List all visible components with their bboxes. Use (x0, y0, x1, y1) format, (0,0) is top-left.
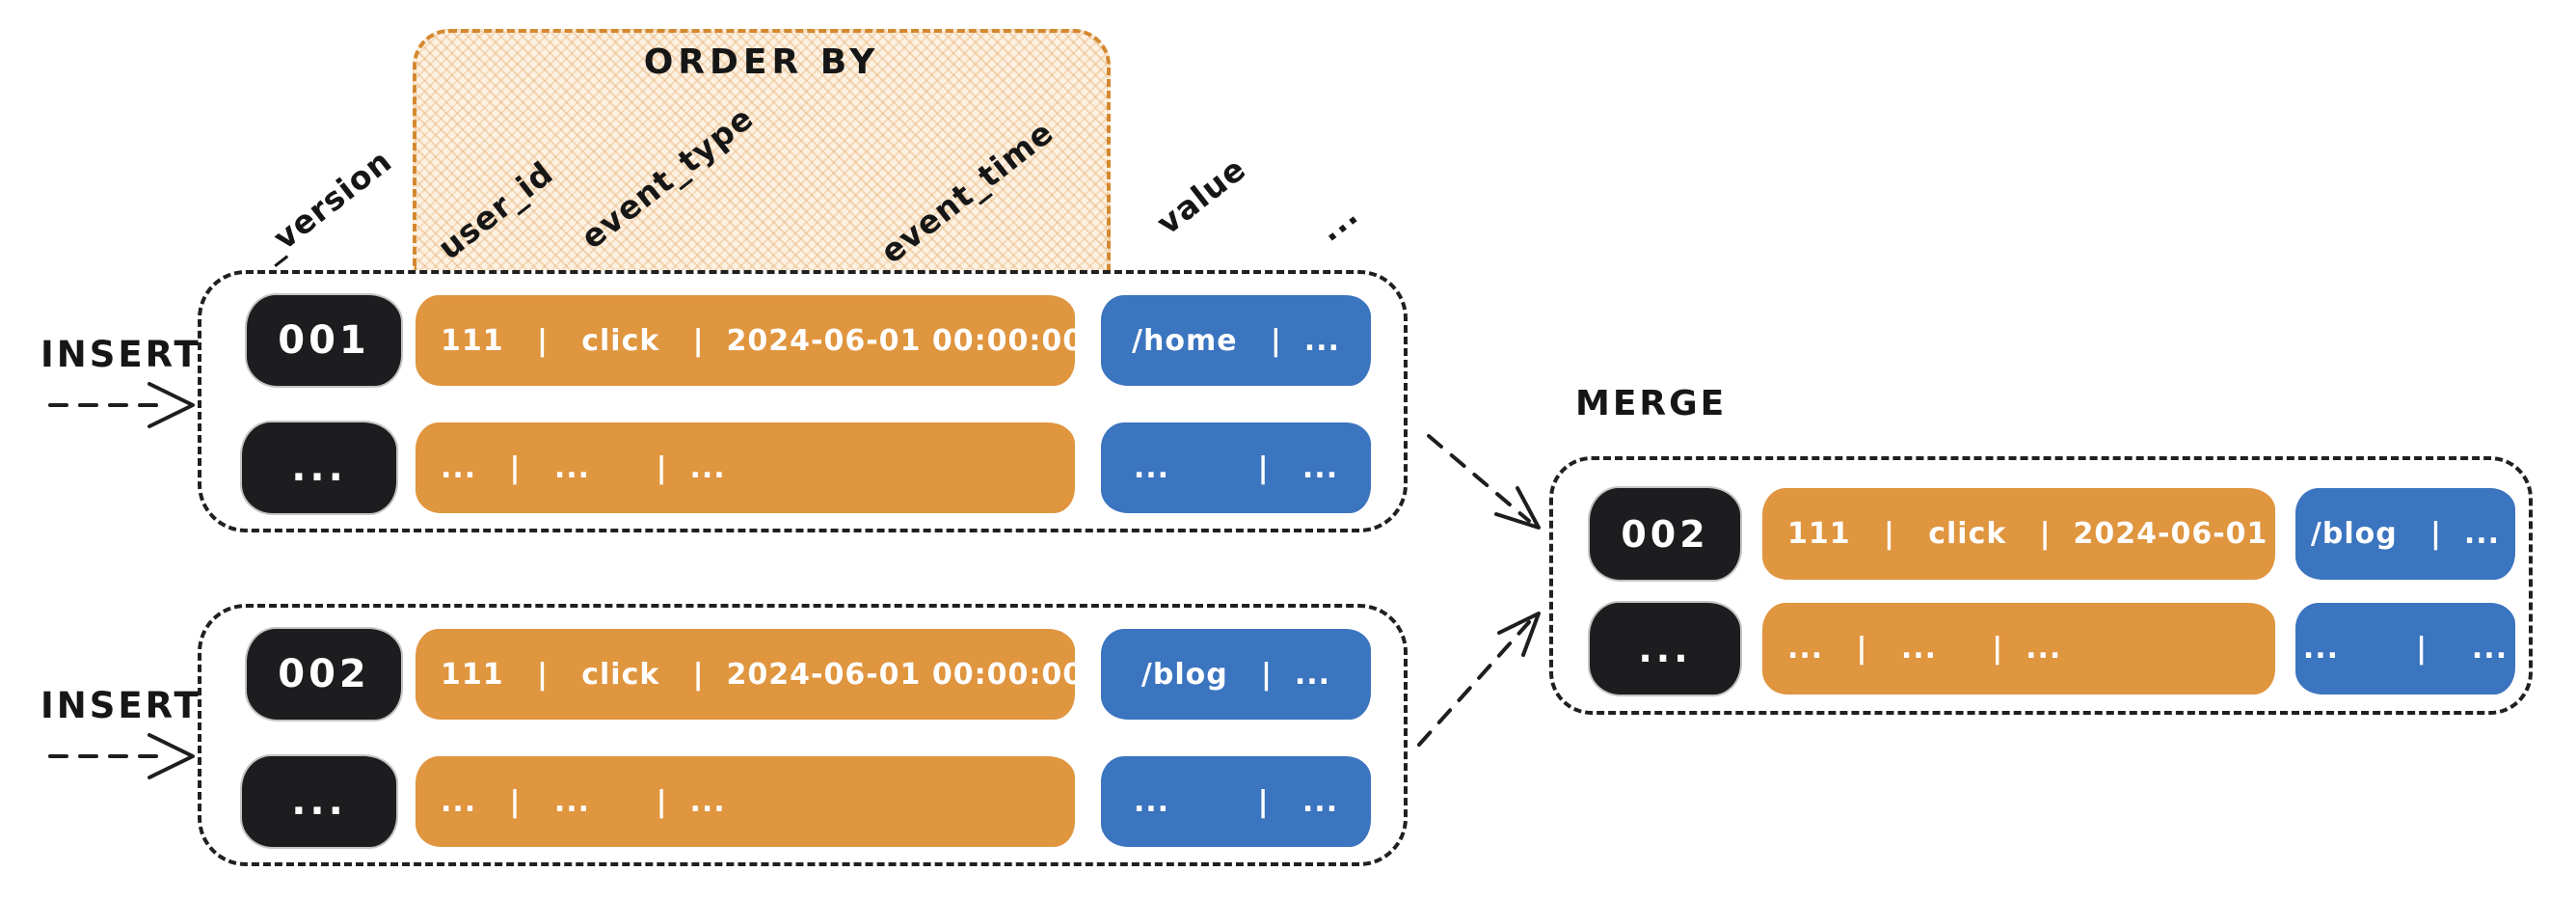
insert-label-1: INSERT (40, 334, 201, 375)
insert-block-2: 002 111 | click | 2024-06-01 00:00:00 /b… (198, 604, 1408, 866)
version-badge: 001 (247, 295, 401, 386)
value-cell: /blog | ... (2295, 488, 2515, 580)
merge-block: 002 111 | click | 2024-06-01 ... /blog |… (1549, 456, 2533, 715)
merge-arrow-top-head-icon (1494, 486, 1541, 530)
value-cell: ... | ... (1101, 422, 1371, 513)
sort-key-cell: ... | ... | ... (1762, 603, 2275, 695)
column-header-version: _version (253, 141, 399, 268)
column-header-more: ... (1310, 195, 1366, 249)
version-badge: 002 (1590, 488, 1740, 580)
column-header-value: value (1149, 150, 1253, 242)
order-by-region (413, 29, 1111, 270)
version-badge: ... (1590, 603, 1740, 695)
sort-key-cell: 111 | click | 2024-06-01 00:00:00 (416, 629, 1083, 720)
insert-arrow-2-head-icon (148, 733, 195, 779)
merge-arrow-bottom-head-icon (1497, 612, 1541, 657)
merge-arrow-top-line (1427, 434, 1531, 523)
merge-label: MERGE (1575, 384, 1728, 423)
value-cell: ... | ... (2295, 603, 2515, 695)
sort-key-cell: ... | ... | ... (416, 422, 1075, 513)
version-badge: ... (242, 756, 396, 847)
sort-key-cell: 111 | click | 2024-06-01 ... (1762, 488, 2314, 580)
value-cell: /blog | ... (1101, 629, 1371, 720)
insert-block-1: 001 111 | click | 2024-06-01 00:00:00 /h… (198, 270, 1408, 532)
version-badge: 002 (247, 629, 401, 720)
value-cell: ... | ... (1101, 756, 1371, 847)
order-by-title: ORDER BY (643, 42, 880, 82)
insert-label-2: INSERT (40, 685, 201, 726)
insert-arrow-1-head-icon (148, 382, 195, 428)
sort-key-cell: ... | ... | ... (416, 756, 1075, 847)
value-cell: /home | ... (1101, 295, 1371, 386)
version-badge: ... (242, 422, 396, 513)
sort-key-cell: 111 | click | 2024-06-01 00:00:00 (416, 295, 1083, 386)
merge-arrow-bottom-line (1417, 620, 1531, 747)
